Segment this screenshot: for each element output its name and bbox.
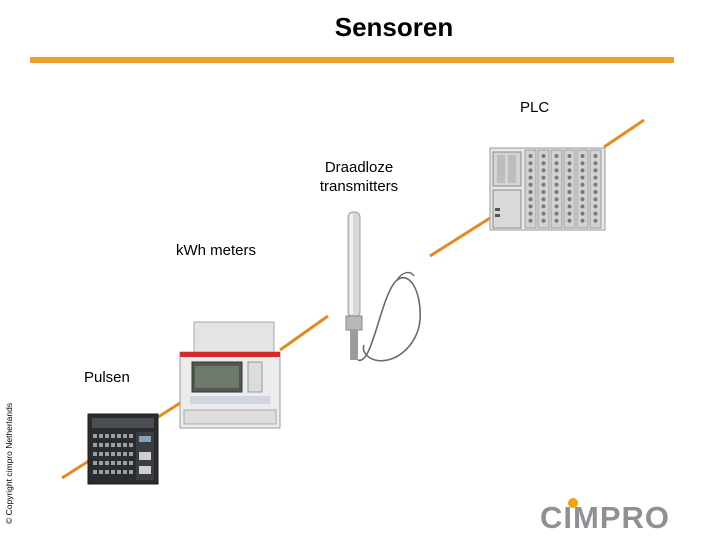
title-underline <box>30 57 674 63</box>
label-wireless-transmitters: Draadloze transmitters <box>300 158 418 196</box>
label-plc: PLC <box>520 99 550 116</box>
label-wireless-line2: transmitters <box>319 178 399 195</box>
plc-device-icon <box>489 147 606 231</box>
label-pulsen: Pulsen <box>84 369 130 386</box>
connector-meter-to-antenna <box>279 314 329 352</box>
pulse-controller-icon <box>87 413 159 485</box>
logo-dot-icon <box>568 498 578 508</box>
copyright-notice: © Copyright cimpro Netherlands <box>4 402 14 524</box>
antenna-transmitter-icon <box>345 211 421 362</box>
connector-plc-uplink <box>603 118 645 149</box>
kwh-meter-icon <box>179 321 281 429</box>
label-kwh-meters: kWh meters <box>176 242 257 259</box>
connector-antenna-to-plc <box>429 216 491 258</box>
cimpro-logo: CIMPRO <box>540 498 670 535</box>
logo-text: CIMPRO <box>540 500 670 535</box>
slide-title: Sensoren <box>334 12 454 42</box>
label-wireless-line1: Draadloze <box>324 159 394 176</box>
